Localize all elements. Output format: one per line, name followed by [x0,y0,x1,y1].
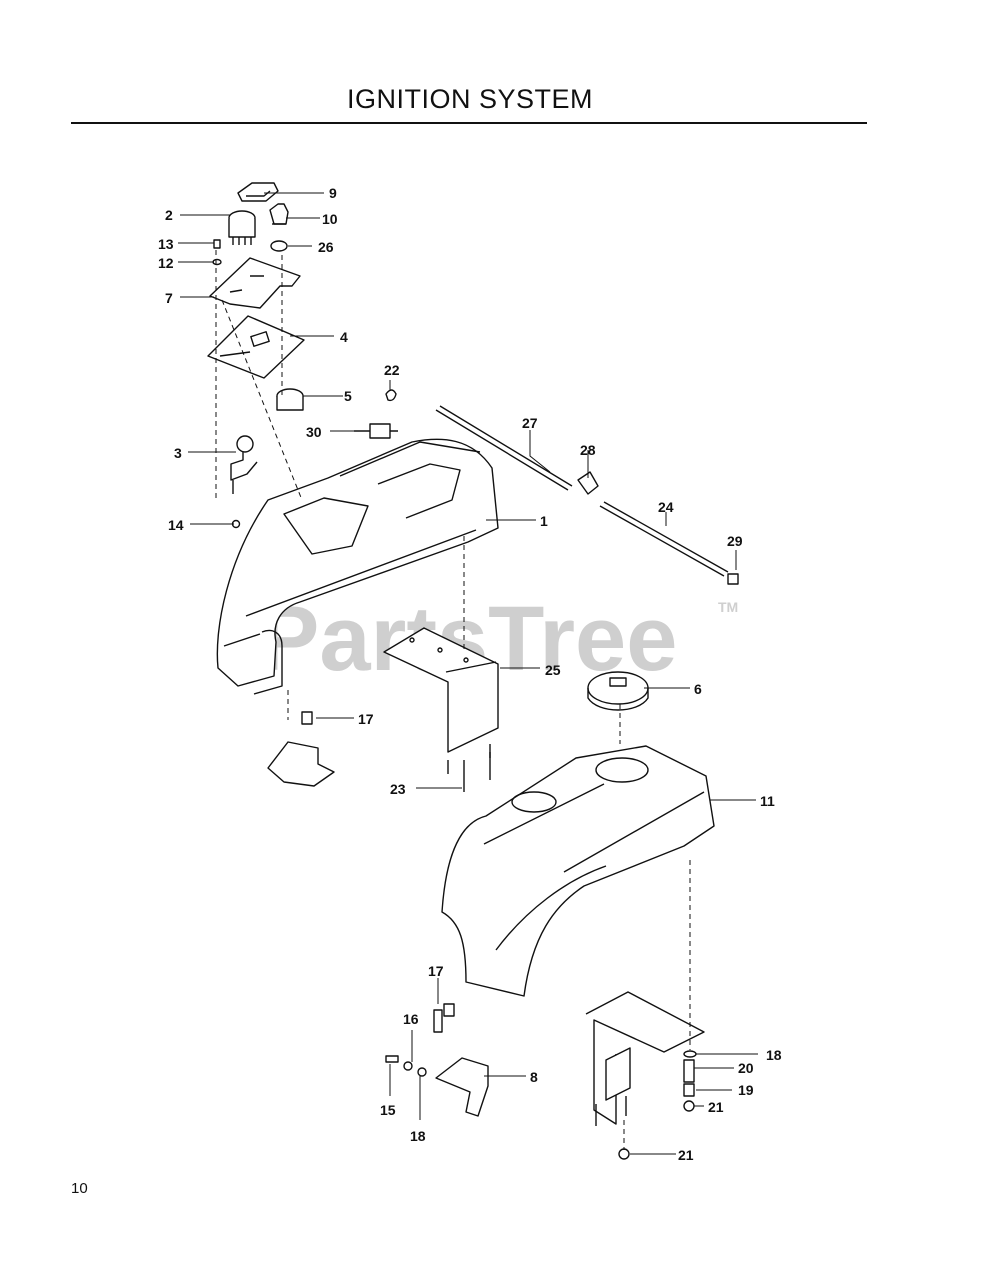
callout-9: 9 [329,185,337,201]
part-24-fuel-line [599,501,729,577]
callout-2: 2 [165,207,173,223]
part-28-fuel-valve [577,471,599,495]
callout-17-upper: 17 [358,711,374,727]
part-17-bracket-left [267,711,335,787]
callout-1: 1 [540,513,548,529]
part-7-bracket-plate [209,257,301,309]
part-6-fuel-cap [587,671,649,711]
callout-4: 4 [340,329,348,345]
part-12-washer [212,258,222,266]
callout-21-lower: 21 [678,1147,694,1163]
callout-11: 11 [760,793,775,809]
callout-15: 15 [380,1102,396,1118]
callout-10: 10 [322,211,338,227]
callout-16: 16 [403,1011,419,1027]
callout-21-upper: 21 [708,1099,724,1115]
part-4-mounting-plate [207,315,305,379]
callout-20: 20 [738,1060,754,1076]
callout-23: 23 [390,781,406,797]
callout-8: 8 [530,1069,538,1085]
title-rule [71,122,867,124]
callout-3: 3 [174,445,182,461]
callout-17-lower: 17 [428,963,444,979]
part-30-connector [354,423,398,439]
part-22-clip [385,389,397,402]
watermark-trademark: TM [718,599,738,615]
part-10-knob [269,203,289,225]
callout-18-lower: 18 [410,1128,426,1144]
callout-6: 6 [694,681,702,697]
callout-26: 26 [318,239,334,255]
callout-5: 5 [344,388,352,404]
callout-29: 29 [727,533,743,549]
part-8-bracket [433,1003,489,1117]
part-26-nut [270,240,288,252]
callout-30: 30 [306,424,322,440]
part-27-fuel-line [435,405,573,493]
callout-7: 7 [165,290,173,306]
page-number: 10 [71,1180,88,1197]
part-tank-bracket-right [585,991,705,1126]
part-9-switch-cover [237,182,279,202]
part-29-end-cap [727,573,739,585]
callout-leader-lines [178,192,758,1155]
part-3-throttle-lever [230,435,258,494]
part-5-ignition-switch [276,388,304,411]
callout-13: 13 [158,236,174,252]
callout-12: 12 [158,255,174,271]
callout-22: 22 [384,362,400,378]
callout-27: 27 [522,415,538,431]
callout-28: 28 [580,442,596,458]
callout-14: 14 [168,517,184,533]
part-2-pto-switch [228,210,256,245]
callout-18-right: 18 [766,1047,782,1063]
callout-24: 24 [658,499,674,515]
callout-19: 19 [738,1082,754,1098]
part-1-console-cover [216,438,499,695]
part-15-16-18-hardware [385,1055,427,1077]
part-13-screw [213,239,221,249]
page-title: IGNITION SYSTEM [346,84,594,114]
part-23-bolt [463,752,491,792]
part-11-fuel-tank [441,745,715,997]
assembly-guide-lines [215,250,691,1150]
callout-25: 25 [545,662,561,678]
